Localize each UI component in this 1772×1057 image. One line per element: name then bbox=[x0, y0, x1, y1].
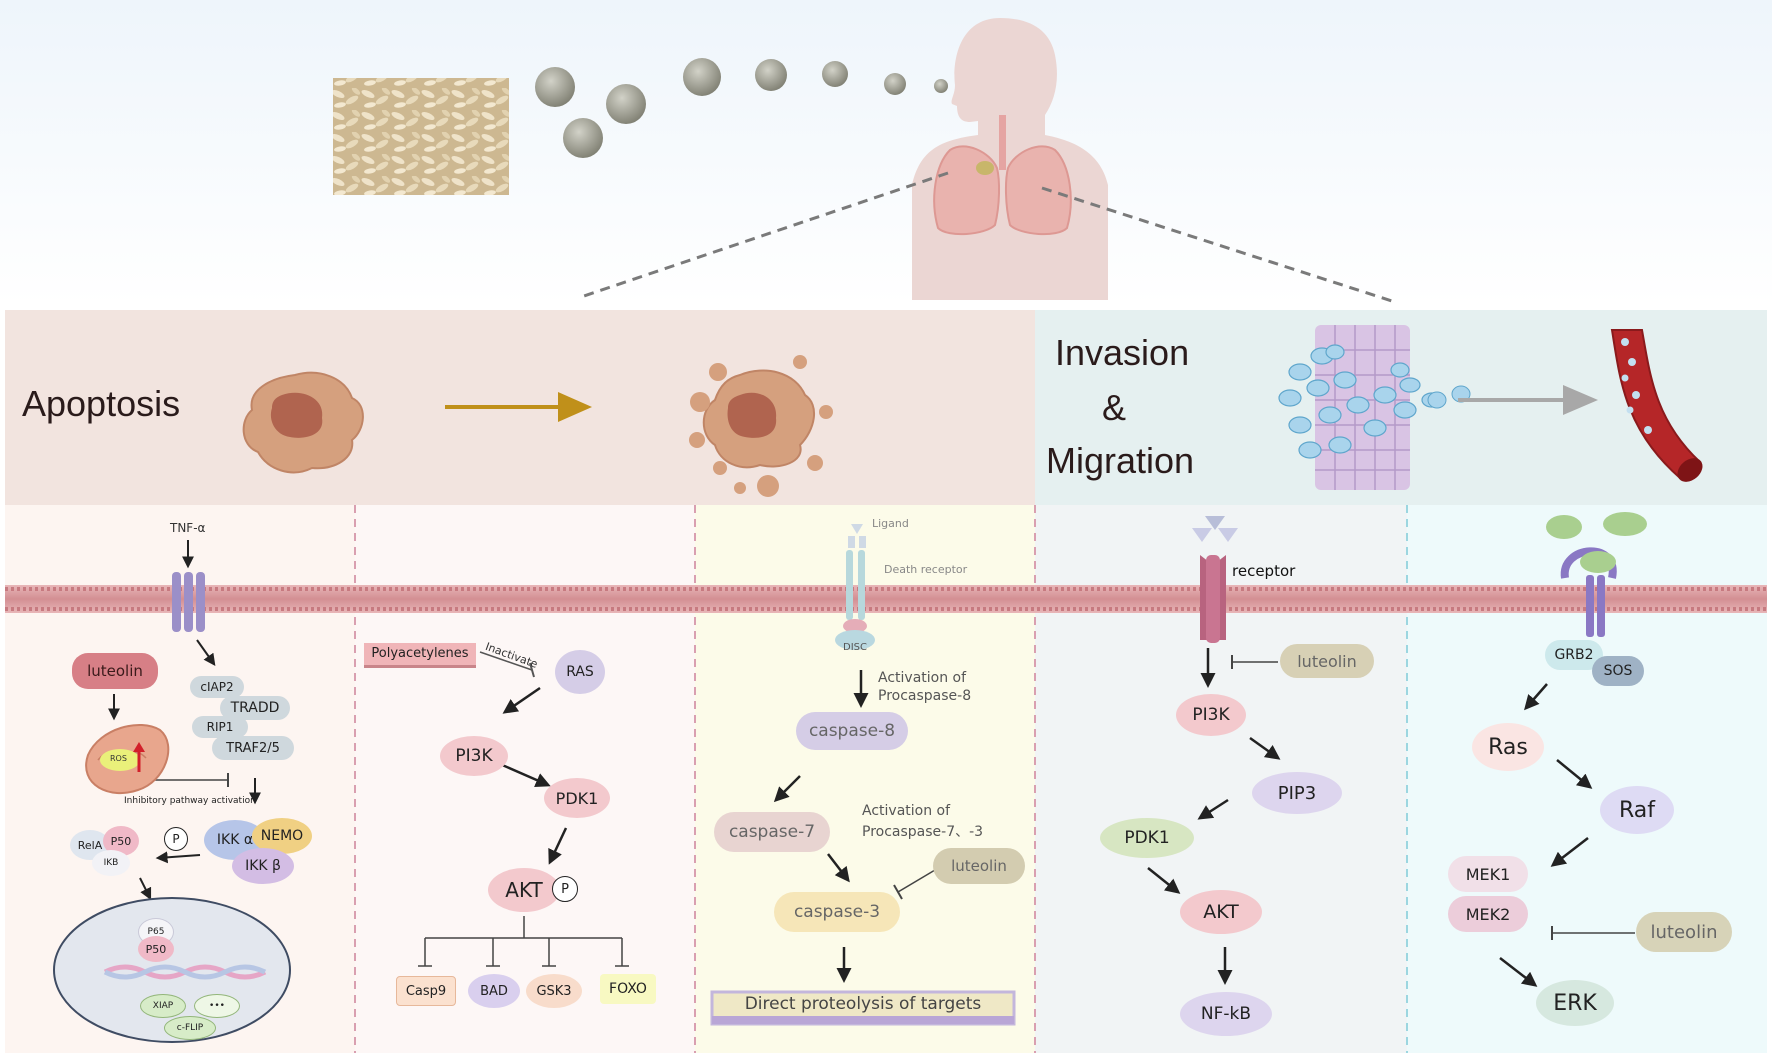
erk-node: ERK bbox=[1536, 980, 1614, 1026]
mitochondria-icon bbox=[85, 724, 170, 795]
sos-node: SOS bbox=[1592, 656, 1644, 686]
casp9-node: Casp9 bbox=[396, 976, 456, 1006]
phospho-badge-akt: P bbox=[552, 876, 578, 902]
panel2-arrows bbox=[499, 686, 568, 865]
luteolin-node-pi3k: luteolin bbox=[1280, 644, 1374, 678]
zoom-line-right bbox=[1041, 186, 1396, 304]
inhibitory-label: Inhibitory pathway activation bbox=[124, 796, 256, 806]
tumor-cell-intact bbox=[242, 371, 364, 474]
more-targets-node: ••• bbox=[194, 994, 240, 1018]
death-receptor bbox=[835, 524, 875, 650]
activation73-line1: Activation of bbox=[862, 803, 951, 819]
apoptosis-title: Apoptosis bbox=[22, 383, 181, 424]
xiap-node: XIAP bbox=[140, 994, 186, 1018]
luteolin-node-caspase: luteolin bbox=[933, 848, 1025, 884]
luteolin-node-nfkb: luteolin bbox=[72, 653, 158, 689]
foxo-node: FOXO bbox=[600, 974, 656, 1004]
tissue-invasion-icon bbox=[1278, 325, 1471, 490]
ras-node-akt: RAS bbox=[555, 650, 605, 694]
death-receptor-label: Death receptor bbox=[884, 563, 968, 576]
mek2-node: MEK2 bbox=[1448, 896, 1528, 932]
pip3-node: PIP3 bbox=[1252, 772, 1342, 814]
seeds-photo bbox=[333, 78, 509, 195]
zoom-line-left bbox=[577, 171, 949, 300]
gsk3-node: GSK3 bbox=[526, 974, 582, 1008]
activation8-line2: Procaspase-8 bbox=[878, 688, 972, 704]
traf-node: TRAF2/5 bbox=[212, 736, 294, 760]
panel3-arrows bbox=[773, 670, 869, 983]
pi3k-inhibition bbox=[1231, 655, 1278, 669]
phospho-badge-nfkb: P bbox=[164, 827, 188, 851]
rip1-node: RIP1 bbox=[192, 716, 248, 738]
pdk1-node-invasion: PDK1 bbox=[1100, 818, 1194, 858]
pdk1-node-akt: PDK1 bbox=[544, 778, 610, 818]
sky-background bbox=[0, 0, 1772, 305]
receptor-icon bbox=[1192, 516, 1238, 643]
mek1-node: MEK1 bbox=[1448, 856, 1528, 892]
particle-dots bbox=[535, 58, 948, 158]
bad-node: BAD bbox=[468, 974, 520, 1008]
lungs-icon bbox=[933, 115, 1072, 236]
activation8-line1: Activation of bbox=[878, 670, 967, 686]
polyacetylenes-label: Polyacetylenes bbox=[364, 643, 476, 668]
ligand-label: Ligand bbox=[872, 517, 909, 530]
akt-targets-tree bbox=[418, 916, 629, 967]
caspase3-inhibition bbox=[893, 869, 936, 900]
activation73-line2: Procaspase-7、-3 bbox=[862, 824, 984, 840]
caspase3-node: caspase-3 bbox=[774, 892, 900, 932]
ciap2-node: cIAP2 bbox=[190, 676, 244, 698]
ikkb-node: IKK β bbox=[232, 848, 294, 884]
raf-node: Raf bbox=[1600, 786, 1674, 834]
tnf-receptor bbox=[172, 572, 205, 632]
ikb-node: IKB bbox=[92, 850, 130, 876]
ros-inhibition bbox=[150, 773, 229, 787]
cflip-node: c-FLIP bbox=[164, 1016, 216, 1040]
ampersand-title: & bbox=[1102, 387, 1127, 428]
ras-node-mapk: Ras bbox=[1472, 723, 1544, 771]
p50-nucleus-node: P50 bbox=[138, 936, 174, 962]
direct-proteolysis-label: Direct proteolysis of targets bbox=[744, 994, 982, 1014]
receptor-label: receptor bbox=[1232, 562, 1296, 580]
akt-node-apoptosis: AKT bbox=[488, 868, 560, 912]
caspase7-node: caspase-7 bbox=[714, 812, 830, 852]
tumor-cell-fragmented bbox=[689, 355, 833, 497]
cell-membrane bbox=[5, 585, 1767, 613]
mek-inhibition bbox=[1551, 926, 1635, 940]
pi3k-node-invasion: PI3K bbox=[1176, 694, 1246, 736]
luteolin-node-mapk: luteolin bbox=[1636, 912, 1732, 952]
tnf-label: TNF-α bbox=[170, 521, 206, 535]
disc-label: DISC bbox=[843, 642, 867, 653]
nfkb-node: NF-kB bbox=[1180, 992, 1272, 1036]
pi3k-node-akt: PI3K bbox=[440, 736, 508, 776]
panel4-arrows bbox=[1147, 648, 1281, 985]
growth-factor-receptor bbox=[1546, 512, 1647, 637]
polyacetylenes-inhibition bbox=[479, 651, 535, 678]
blood-vessel-icon bbox=[1610, 329, 1703, 482]
akt-node-invasion: AKT bbox=[1180, 890, 1262, 934]
grb2-node: GRB2 bbox=[1545, 640, 1603, 670]
nemo-node: NEMO bbox=[252, 818, 312, 854]
migration-title: Migration bbox=[1046, 440, 1195, 481]
migration-arrow bbox=[1458, 385, 1598, 415]
transition-arrow bbox=[445, 392, 592, 422]
invasion-title: Invasion bbox=[1055, 332, 1190, 373]
ros-label: ROS bbox=[110, 754, 127, 763]
caspase8-node: caspase-8 bbox=[796, 712, 908, 750]
panel5-arrows bbox=[1499, 683, 1593, 987]
